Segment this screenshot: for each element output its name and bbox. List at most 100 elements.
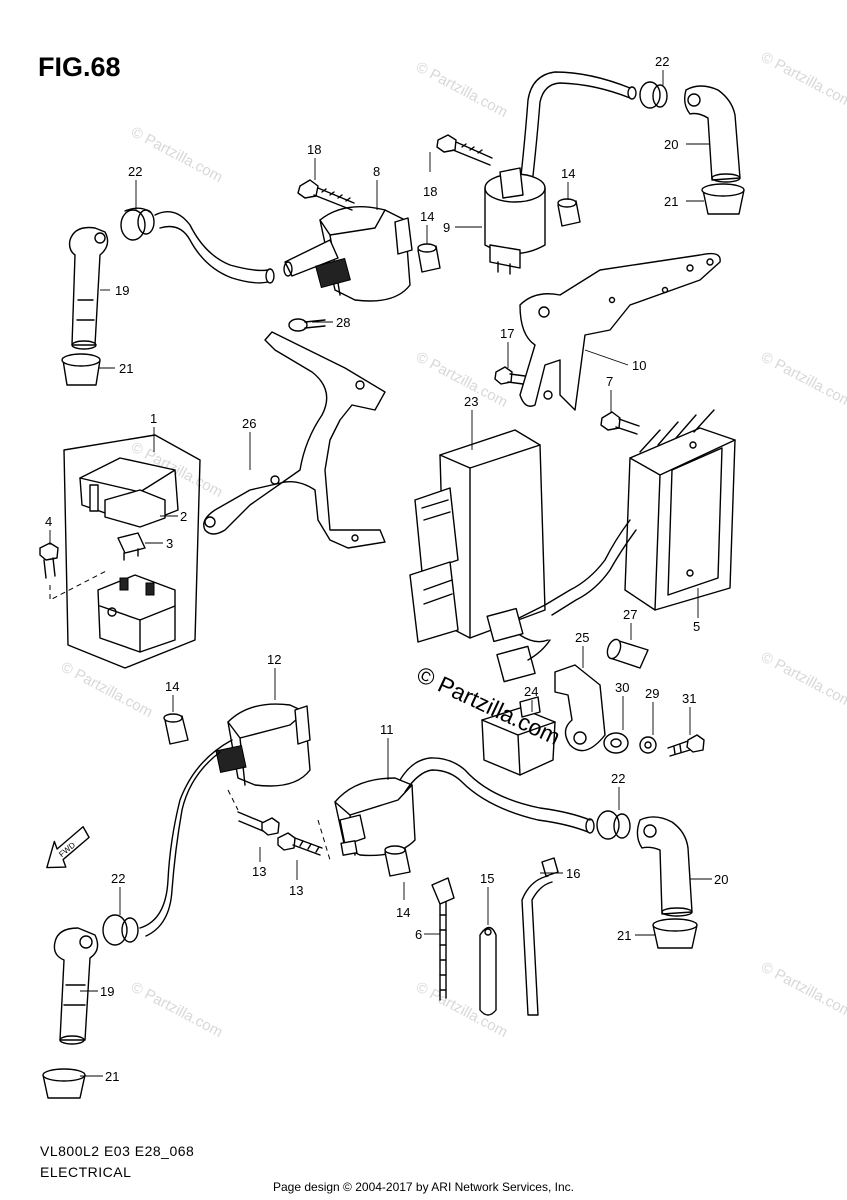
callout-18: 18 xyxy=(307,142,321,157)
callout-14: 14 xyxy=(165,679,179,694)
relay-bracket-25 xyxy=(554,664,606,752)
bolt-18-left xyxy=(297,179,355,211)
watermark-text: © Partzilla.com xyxy=(58,659,155,721)
grommet-22-bottom-right xyxy=(596,810,631,840)
connector-pair xyxy=(486,607,551,683)
regulator-rectifier-5 xyxy=(624,409,736,611)
callout-9: 9 xyxy=(443,220,450,235)
ecm-23 xyxy=(409,429,546,643)
callout-28: 28 xyxy=(336,315,350,330)
watermark-text: © Partzilla.com xyxy=(413,59,510,121)
grommet-22-bottom-left xyxy=(102,914,139,946)
bracket-10 xyxy=(519,252,721,411)
fwd-arrow-icon: FWD xyxy=(46,826,90,869)
watermark-text: © Partzilla.com xyxy=(758,959,847,1021)
collar-14-top-right xyxy=(557,198,581,227)
coil-mount-dash xyxy=(227,789,331,861)
ignition-coil-12 xyxy=(215,703,311,787)
watermark-text: © Partzilla.com xyxy=(758,49,847,111)
callout-31: 31 xyxy=(682,691,696,706)
plug-cap-seal-21-bottom-left xyxy=(42,1068,86,1099)
callout-labels: 22 19 21 18 8 14 28 18 9 14 22 20 21 10 … xyxy=(45,54,728,1084)
hv-lead-top-left xyxy=(154,211,269,284)
callout-20: 20 xyxy=(664,137,678,152)
hv-lead-bottom-right xyxy=(399,757,591,833)
callout-17: 17 xyxy=(500,326,514,341)
callout-20: 20 xyxy=(714,872,728,887)
callout-15: 15 xyxy=(480,871,494,886)
callout-5: 5 xyxy=(693,619,700,634)
callout-25: 25 xyxy=(575,630,589,645)
bolt-31 xyxy=(667,734,705,757)
clamp-6 xyxy=(431,877,455,1001)
callout-1: 1 xyxy=(150,411,157,426)
spark-plug-cap-19-bottom xyxy=(53,927,99,1045)
collar-14-mid-left xyxy=(163,713,189,745)
page-credit: Page design © 2004-2017 by ARI Network S… xyxy=(272,1180,574,1194)
clamp-15 xyxy=(479,926,497,1016)
callout-26: 26 xyxy=(242,416,256,431)
cable-tie-16 xyxy=(521,857,559,1016)
collar-14-top-left xyxy=(417,243,441,273)
callout-24: 24 xyxy=(524,684,538,699)
watermark-text: © Partzilla.com xyxy=(758,649,847,711)
watermark-text: © Partzilla.com xyxy=(758,349,847,411)
screw-28 xyxy=(288,318,326,332)
callout-30: 30 xyxy=(615,680,629,695)
starter-relay-assembly-box xyxy=(63,434,201,669)
bracket-26 xyxy=(203,331,386,549)
starter-relay-body xyxy=(97,574,176,653)
callout-21: 21 xyxy=(119,361,133,376)
callout-14: 14 xyxy=(420,209,434,224)
plug-cap-seal-21-bottom-right xyxy=(652,918,698,949)
callout-21: 21 xyxy=(617,928,631,943)
spark-plug-cap-20-top xyxy=(683,85,741,183)
callout-22: 22 xyxy=(611,771,625,786)
grommet-22-top-right xyxy=(639,81,668,109)
callout-16: 16 xyxy=(566,866,580,881)
callout-22: 22 xyxy=(128,164,142,179)
collar-27 xyxy=(606,638,649,669)
callout-22: 22 xyxy=(111,871,125,886)
section-title: ELECTRICAL xyxy=(40,1164,132,1180)
leader-lines xyxy=(49,70,712,1077)
callout-10: 10 xyxy=(632,358,646,373)
ignition-coil-8 xyxy=(283,205,413,302)
callout-13: 13 xyxy=(252,864,266,879)
hv-lead-top-right xyxy=(519,71,631,186)
ignition-coil-9 xyxy=(484,167,546,275)
callout-14: 14 xyxy=(396,905,410,920)
callout-11: 11 xyxy=(380,722,394,737)
plug-cap-seal-21-top-right xyxy=(701,183,745,215)
plug-cap-seal-21-top xyxy=(61,353,101,386)
bolt-4 xyxy=(39,542,109,601)
bolt-18-right xyxy=(436,134,493,166)
bolt-17 xyxy=(494,366,526,385)
callout-2: 2 xyxy=(180,509,187,524)
callout-19: 19 xyxy=(100,984,114,999)
callout-14: 14 xyxy=(561,166,575,181)
callout-22: 22 xyxy=(655,54,669,69)
bolt-13-b xyxy=(277,832,323,856)
watermark-text: © Partzilla.com xyxy=(128,979,225,1041)
callout-3: 3 xyxy=(166,536,173,551)
callout-19: 19 xyxy=(115,283,129,298)
callout-6: 6 xyxy=(415,927,422,942)
fuse-holder-2 xyxy=(89,484,166,528)
bolt-13-a xyxy=(237,811,280,836)
fuel-pump-relay-24 xyxy=(481,696,556,776)
hv-lead-bottom-left xyxy=(139,739,233,937)
callout-7: 7 xyxy=(606,374,613,389)
callout-21: 21 xyxy=(664,194,678,209)
callout-18: 18 xyxy=(423,184,437,199)
spark-plug-cap-20-bottom xyxy=(636,816,693,917)
callout-12: 12 xyxy=(267,652,281,667)
figure-title: FIG.68 xyxy=(38,52,121,82)
callout-4: 4 xyxy=(45,514,52,529)
callout-23: 23 xyxy=(464,394,478,409)
grommet-22-top xyxy=(120,207,155,241)
washer-29 xyxy=(639,736,657,754)
model-code: VL800L2 E03 E28_068 xyxy=(40,1143,195,1159)
bolt-7 xyxy=(600,411,640,435)
callout-8: 8 xyxy=(373,164,380,179)
